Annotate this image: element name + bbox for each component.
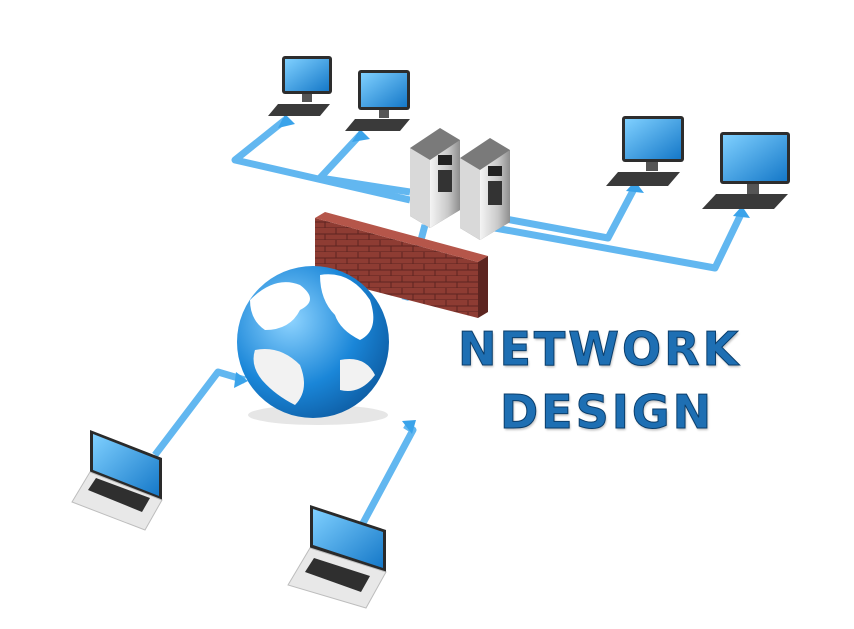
arrow-head [626, 181, 644, 193]
arrow-head [733, 206, 750, 218]
connector-to-laptop-2 [358, 422, 417, 527]
headline-line-1: NETWORK [457, 322, 742, 377]
arrow-head [234, 372, 248, 388]
globe-icon [237, 266, 389, 425]
laptop-icon [287, 505, 387, 609]
arrow-heads [234, 114, 750, 434]
connector-to-desktop-4 [494, 210, 746, 272]
connector-to-desktop-2 [316, 132, 411, 196]
server-tower-icon [410, 128, 460, 228]
connector-to-desktop-3 [499, 185, 639, 242]
arrow-head [278, 114, 295, 128]
laptop-icon [71, 430, 163, 531]
desktop-computer-icon [606, 116, 684, 186]
firewall-brick-wall-icon [315, 212, 488, 318]
arrow-head [352, 129, 370, 142]
arrow-head [402, 420, 416, 434]
connector-to-desktop-1 [231, 117, 411, 204]
desktop-computer-icon [702, 132, 790, 209]
server-tower-icon [460, 138, 510, 240]
headline-line-2: DESIGN [499, 385, 715, 440]
desktop-computer-icon [268, 56, 332, 116]
connector-to-laptop-1 [152, 368, 246, 458]
desktop-computer-icon [345, 70, 410, 131]
